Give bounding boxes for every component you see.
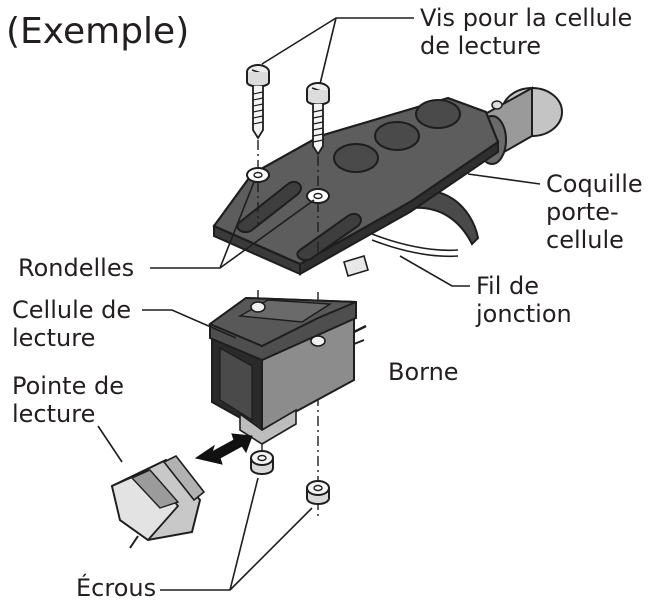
label-headshell-line-2: porte-	[546, 198, 619, 226]
nut-right	[306, 480, 330, 505]
insert-arrow	[194, 433, 253, 465]
screw-right	[306, 82, 330, 156]
label-washers: Rondelles	[18, 254, 135, 282]
label-screws-line-1: Vis pour la cellule	[420, 4, 633, 32]
label-screws: Vis pour la cellule de lecture	[420, 4, 632, 60]
leader-lines	[97, 17, 541, 591]
label-nuts: Écrous	[76, 574, 157, 602]
label-lead-wire: Fil de jonction	[476, 272, 572, 328]
screw-left	[246, 64, 270, 140]
cartridge	[207, 296, 367, 445]
diagram-title: (Exemple)	[6, 11, 190, 52]
stylus	[110, 454, 206, 549]
label-lead-wire-line-1: Fil de	[476, 272, 540, 300]
label-cartridge: Cellule de lecture	[12, 296, 131, 352]
label-stylus: Pointe de lecture	[12, 372, 124, 428]
nut-left	[250, 450, 274, 475]
label-headshell-line-1: Coquille	[546, 170, 643, 198]
washers	[246, 167, 330, 204]
nuts	[250, 450, 330, 505]
label-headshell-line-3: cellule	[546, 226, 624, 254]
label-stylus-line-1: Pointe de	[12, 372, 124, 400]
label-screws-line-2: de lecture	[420, 32, 541, 60]
label-terminal: Borne	[388, 358, 459, 386]
label-headshell: Coquille porte- cellule	[546, 170, 643, 254]
label-stylus-line-2: lecture	[12, 400, 96, 428]
headshell	[212, 86, 563, 277]
label-cartridge-line-2: lecture	[12, 324, 96, 352]
label-lead-wire-line-2: jonction	[476, 300, 572, 328]
screws	[246, 64, 330, 156]
label-cartridge-line-1: Cellule de	[12, 296, 132, 324]
